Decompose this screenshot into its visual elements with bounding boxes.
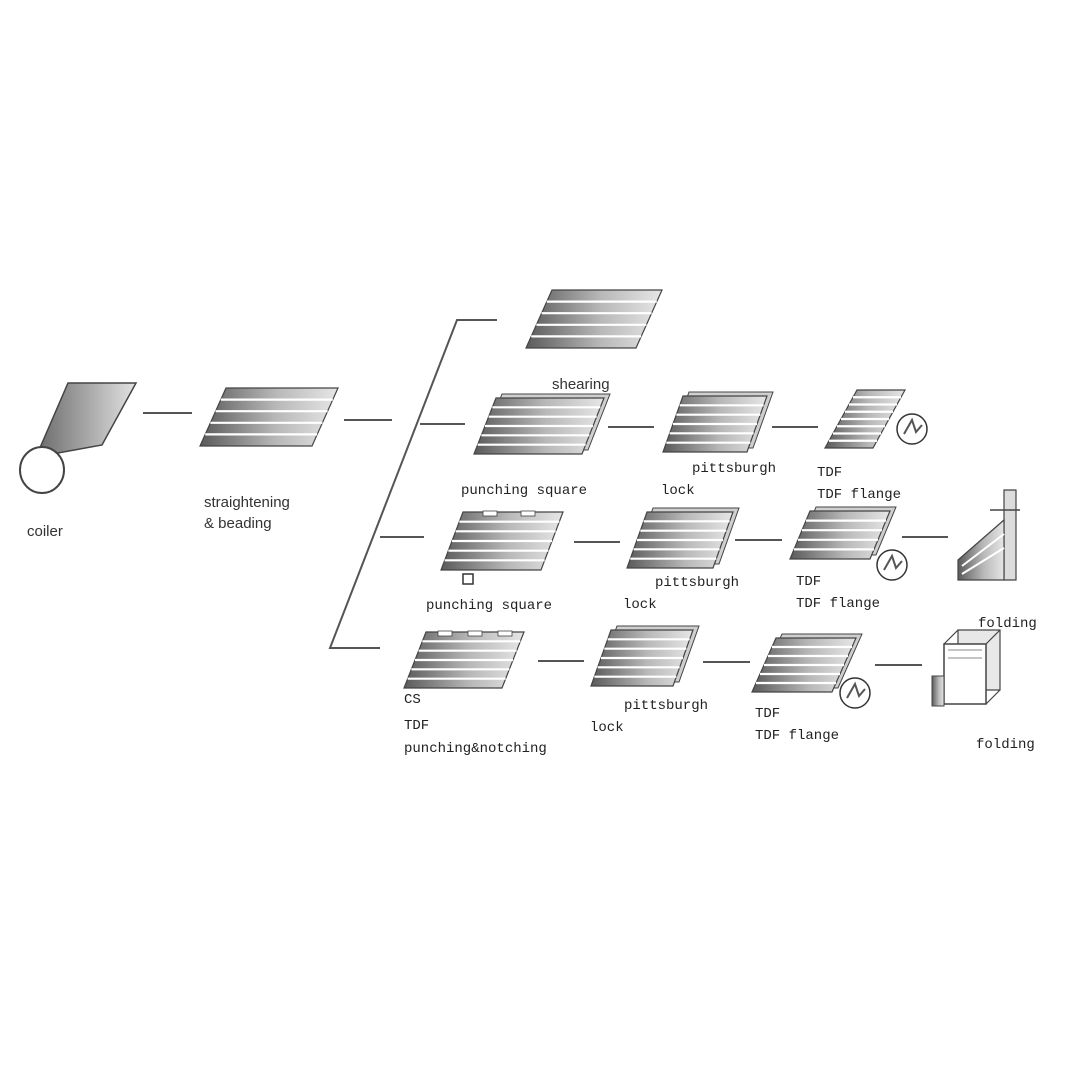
shearing-sheet-icon xyxy=(525,289,663,349)
branch-bracket xyxy=(328,319,497,649)
tdf-flange-sheet-icon xyxy=(823,389,907,449)
rectangular-duct-icon xyxy=(931,629,1001,707)
row1-punching-label: punching square xyxy=(461,483,587,499)
row2-pittsburgh-label: pittsburgh xyxy=(655,575,739,591)
straightening-sheet-icon xyxy=(199,387,339,447)
row1-tdf-flange-label: TDF flange xyxy=(817,487,901,503)
punching-square-sheet-icon xyxy=(473,393,611,455)
straightening-label: straightening xyxy=(204,494,290,511)
flange-detail-icon xyxy=(839,677,871,709)
row2-punching-label: punching square xyxy=(426,598,552,614)
folded-duct-icon xyxy=(957,489,1020,581)
row2-tdf-label: TDF xyxy=(796,574,821,590)
row1-tdf-label: TDF xyxy=(817,465,842,481)
square-notch-icon xyxy=(462,573,474,585)
row1-lock-label: lock xyxy=(661,483,695,499)
pittsburgh-lock-sheet-icon xyxy=(590,625,700,687)
flange-detail-icon xyxy=(876,549,908,581)
beading-label: & beading xyxy=(204,515,272,532)
row3-lock-label: lock xyxy=(590,720,624,736)
row3-tdf-label: TDF xyxy=(755,706,780,722)
row3-tdf-flange-label: TDF flange xyxy=(755,728,839,744)
punching-notching-sheet-icon xyxy=(403,630,525,689)
shearing-label: shearing xyxy=(552,376,610,393)
row3-punching-label: punching&notching xyxy=(404,741,547,757)
row3-folding-label: folding xyxy=(976,737,1035,753)
row3-pittsburgh-label: pittsburgh xyxy=(624,698,708,714)
row2-lock-label: lock xyxy=(623,597,657,613)
row1-pittsburgh-label: pittsburgh xyxy=(692,461,776,477)
punching-square-sheet-icon xyxy=(440,510,564,571)
tdf-flange-sheet-icon xyxy=(751,633,863,693)
pittsburgh-lock-sheet-icon xyxy=(626,507,740,569)
tdf-flange-sheet-icon xyxy=(789,506,897,560)
row3-cs-label: CS xyxy=(404,692,421,708)
row2-folding-label: folding xyxy=(978,616,1037,632)
flange-detail-icon xyxy=(896,413,928,445)
pittsburgh-lock-sheet-icon xyxy=(662,391,774,453)
row3-tdf-top-label: TDF xyxy=(404,718,429,734)
coiler-icon xyxy=(19,382,138,494)
coiler-label: coiler xyxy=(27,523,63,540)
row2-tdf-flange-label: TDF flange xyxy=(796,596,880,612)
